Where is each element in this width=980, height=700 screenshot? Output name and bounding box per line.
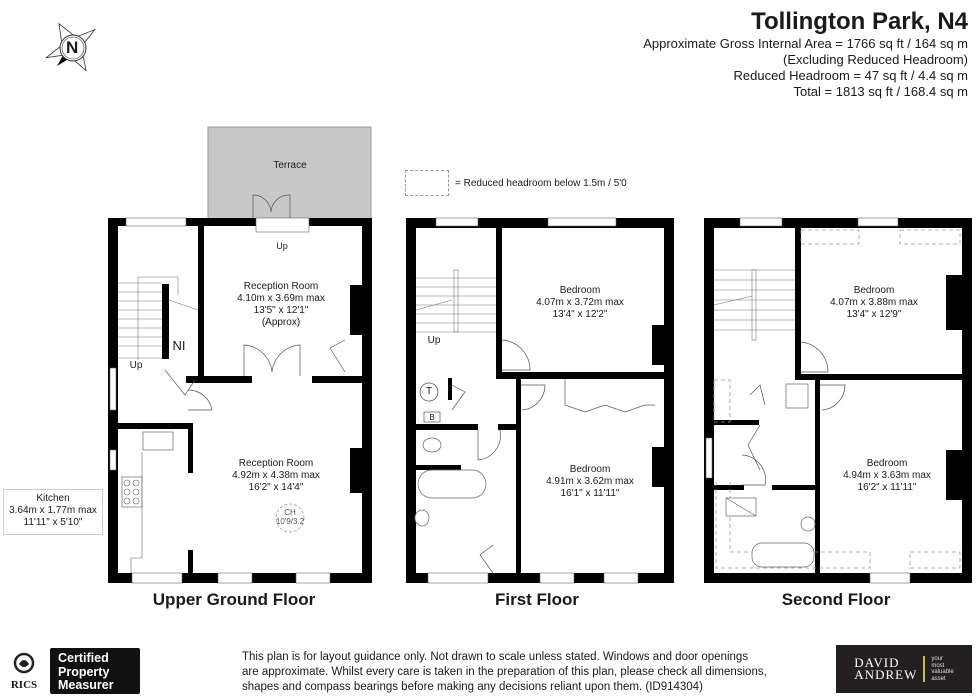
reduced-headroom-line: Reduced Headroom = 47 sq ft / 4.4 sq m xyxy=(733,68,969,83)
tank-label: T xyxy=(425,386,433,397)
rics-logo: RICS xyxy=(6,652,42,694)
terrace-up-label: Up xyxy=(276,241,288,251)
upper-ground-floor-plan xyxy=(108,126,372,584)
ugf-stairs-up-label: Up xyxy=(129,360,143,371)
david-andrew-logo: DAVID ANDREW your most valuable asset xyxy=(836,645,972,693)
gross-area-line: Approximate Gross Internal Area = 1766 s… xyxy=(643,36,968,51)
excluding-line: (Excluding Reduced Headroom) xyxy=(783,52,968,67)
terrace-label: Terrace xyxy=(273,160,307,171)
toilet-icon xyxy=(422,437,442,453)
basin-icon xyxy=(800,516,816,532)
bedroom-ff-2-label: Bedroom 4.91m x 3.62m max 16'1" x 11'11" xyxy=(546,464,634,499)
bedroom-sf-2-label: Bedroom 4.94m x 3.63m max 16'2" x 11'11" xyxy=(843,458,931,493)
ff-stairs-up-label: Up xyxy=(427,335,441,346)
basin-icon xyxy=(414,509,430,527)
bedroom-sf-1-label: Bedroom 4.07m x 3.88m max 13'4" x 12'9" xyxy=(830,285,918,320)
second-floor-plan xyxy=(704,217,972,584)
reception-room-1-label: Reception Room 4.10m x 3.69m max 13'5" x… xyxy=(237,281,325,328)
bedroom-ff-1-label: Bedroom 4.07m x 3.72m max 13'4" x 12'2" xyxy=(536,285,624,320)
property-title: Tollington Park, N4 xyxy=(751,8,968,35)
ni-label: NI xyxy=(172,338,186,353)
agent-tagline: your most valuable asset xyxy=(931,656,954,682)
total-area-line: Total = 1813 sq ft / 168.4 sq m xyxy=(793,84,968,99)
second-floor-title: Second Floor xyxy=(781,590,891,609)
area-summary: Approximate Gross Internal Area = 1766 s… xyxy=(643,36,968,100)
upper-ground-floor-title: Upper Ground Floor xyxy=(152,590,316,609)
disclaimer-text: This plan is for layout guidance only. N… xyxy=(242,651,767,693)
certified-property-measurer-badge: Certified Property Measurer xyxy=(50,648,140,694)
cylinder-icon xyxy=(275,503,305,533)
bath-icon xyxy=(751,542,815,568)
first-floor-title: First Floor xyxy=(494,590,580,609)
tank-icon xyxy=(419,382,439,402)
boiler-label: B xyxy=(429,413,435,422)
ch-label: CH 10'9/3.2 xyxy=(275,508,305,526)
legend-text: = Reduced headroom below 1.5m / 5'0 xyxy=(455,177,627,189)
reception-room-2-label: Reception Room 4.92m x 4.38m max 16'2" x… xyxy=(232,458,320,493)
reduced-headroom-legend: = Reduced headroom below 1.5m / 5'0 xyxy=(405,170,627,196)
dashed-box-icon xyxy=(405,170,449,196)
rics-lion-icon xyxy=(13,652,35,674)
boiler-icon xyxy=(423,411,441,423)
compass-north-label: N xyxy=(66,38,79,57)
bath-icon xyxy=(417,469,487,499)
first-floor-plan xyxy=(406,217,674,584)
terrace-area xyxy=(207,126,372,220)
kitchen-label: Kitchen 3.64m x 1.77m max 11'11" x 5'10" xyxy=(3,489,103,535)
north-compass-icon xyxy=(44,22,96,72)
accent-divider xyxy=(923,656,926,682)
